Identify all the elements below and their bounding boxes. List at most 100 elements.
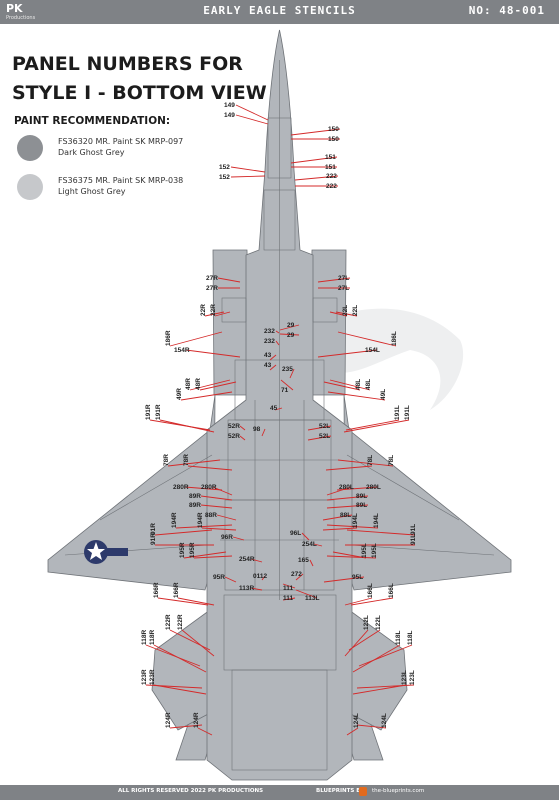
panel-callout: 22R [210, 304, 217, 316]
panel-callout: 151 [325, 154, 336, 161]
panel-callout: 78L [367, 455, 374, 466]
leader-line [193, 555, 233, 559]
panel-callout: 154L [365, 347, 380, 354]
leader-line [307, 435, 332, 441]
leader-line [232, 536, 245, 541]
leader-line [159, 419, 215, 433]
leader-line [323, 381, 361, 391]
header-bar [0, 0, 559, 24]
aircraft-silhouette [47, 29, 512, 781]
panel-callout: 194L [352, 513, 359, 528]
panel-callout: 48R [185, 378, 192, 390]
leader-line [153, 644, 207, 673]
panel-callout: 91R [150, 533, 157, 545]
leader-line [348, 629, 381, 651]
paint-code: FS36375 MR. Paint SK MRP-038 [58, 176, 184, 185]
panel-callout: 166R [153, 582, 160, 598]
leader-line [344, 597, 373, 606]
roundel [84, 540, 128, 564]
leader-line [337, 459, 394, 467]
leader-line [282, 597, 296, 601]
leader-line [189, 379, 231, 391]
pk-logo: PK [6, 2, 23, 15]
leader-line [279, 333, 300, 336]
title-line-2: STYLE I - BOTTOM VIEW [12, 82, 267, 104]
leader-line [275, 340, 280, 346]
panel-callout: 166L [367, 583, 374, 598]
leader-line [346, 529, 416, 536]
panel-callout: 27L [338, 275, 349, 282]
leader-line [274, 407, 283, 411]
leader-line [185, 349, 241, 358]
panel-callout: 22L [352, 305, 359, 316]
leader-line [261, 575, 266, 581]
panel-callout: 272 [291, 571, 302, 578]
panel-callout: 71 [281, 387, 289, 394]
leader-line [317, 277, 351, 283]
panel-callout: 232 [264, 328, 275, 335]
leader-line [352, 684, 407, 695]
panel-callout: 195R [189, 542, 196, 558]
leader-line [197, 727, 213, 736]
leader-lines [145, 104, 416, 736]
leader-line [356, 684, 415, 689]
panel-callout: 235 [282, 366, 293, 373]
leader-line [261, 428, 266, 437]
leader-line [279, 324, 300, 331]
leader-line [309, 559, 314, 567]
panel-callout: 52R [228, 433, 240, 440]
leader-line [187, 465, 233, 471]
panel-callout: 186R [165, 330, 172, 346]
panel-callout: 95R [213, 574, 225, 581]
light-ghost-grey-swatch [17, 174, 43, 200]
leader-line [167, 459, 221, 467]
panel-callout: 29 [287, 332, 295, 339]
leader-line [212, 486, 233, 496]
leader-line [295, 589, 318, 599]
paint-name: Dark Ghost Grey [58, 148, 125, 157]
panel-callout: 27R [206, 285, 218, 292]
panel-callout: 191L [394, 405, 401, 420]
leader-line [352, 644, 401, 673]
panel-callout: 113R [239, 585, 254, 592]
leader-line [301, 532, 310, 541]
leader-line [294, 175, 339, 181]
panel-callout: 118L [407, 631, 414, 645]
panel-callout: 22R [200, 304, 207, 316]
leader-line [323, 576, 365, 583]
panel-callout: 154R [174, 347, 190, 354]
panel-callout: 49R [176, 388, 183, 400]
panel-callout: 118L [395, 631, 402, 645]
panel-callout: 48R [195, 378, 202, 390]
sheet-number: NO: 48-001 [468, 4, 545, 17]
leader-line [344, 629, 369, 657]
leader-line [169, 629, 211, 651]
panel-callout: 49L [380, 389, 387, 400]
panel-callout: 91L [410, 524, 417, 535]
panel-lines [64, 60, 495, 771]
leader-line [169, 724, 203, 729]
panel-callout: 52L [319, 423, 330, 430]
leader-line [149, 419, 211, 431]
panel-callout: 186L [391, 331, 398, 346]
panel-callout: 191L [404, 405, 411, 420]
panel-callout: 191R [145, 404, 152, 420]
panel-callout: 78R [183, 454, 190, 466]
leader-line [200, 495, 233, 501]
leader-line [289, 368, 295, 379]
leader-line [295, 573, 304, 581]
leader-line [217, 277, 241, 283]
panel-callout: 152 [219, 164, 230, 171]
leader-line [346, 727, 359, 736]
leader-line [204, 311, 225, 317]
panel-callout: 29 [287, 322, 295, 329]
panel-callout: 111 [283, 595, 294, 602]
panel-callout: 123L [401, 670, 408, 685]
leader-line [280, 379, 294, 391]
panel-callout: 96R [221, 534, 233, 541]
leader-line [169, 331, 223, 347]
panel-callout: 280L [339, 484, 354, 491]
leader-line [181, 629, 215, 657]
